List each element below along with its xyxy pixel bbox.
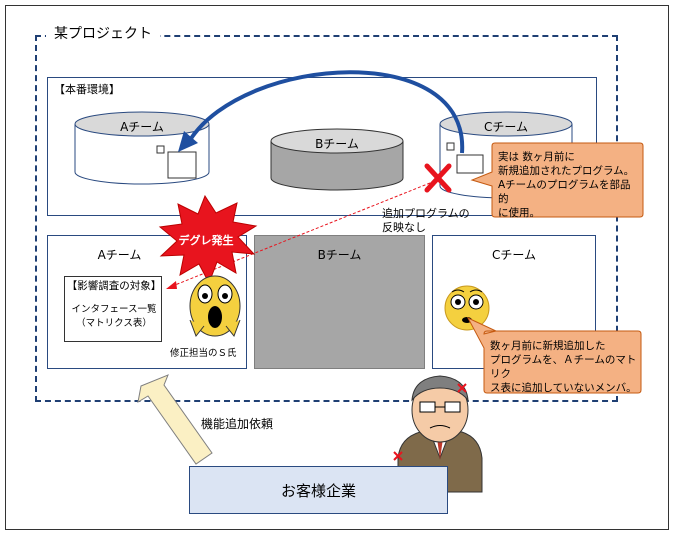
not-reflected-line-1: 追加プログラムの [382, 207, 470, 220]
customer-label: お客様企業 [280, 482, 356, 500]
server-c-label: Cチーム [483, 120, 529, 134]
server-b-cylinder [270, 128, 404, 191]
surprised-face-icon [444, 285, 490, 331]
callout-top-shape [470, 142, 644, 218]
regression-link-line [174, 182, 431, 286]
project-boundary [35, 35, 618, 402]
impact-target-body: インタフェース一覧 （マトリクス表） [66, 303, 162, 331]
request-arrow-icon [137, 374, 213, 465]
production-title: 【本番環境】 [54, 83, 120, 96]
project-title: 某プロジェクト [46, 23, 160, 43]
customer-box [189, 466, 448, 514]
team-a-label: Aチーム [97, 248, 142, 262]
server-a-label: Aチーム [120, 120, 164, 134]
impact-target-title: 【影響調査の対象】 [66, 280, 162, 292]
callout-bottom-line-1: 数ヶ月前に新規追加した [490, 340, 606, 352]
team-c-label: Cチーム [491, 248, 537, 262]
impact-target-box [64, 276, 162, 342]
not-reflected-cross-icon [424, 163, 452, 193]
callout-bottom-text: 数ヶ月前に新規追加した プログラムを、Ａチームのマトリク ス表に追加していないメ… [490, 339, 640, 395]
server-b-label: Bチーム [315, 137, 359, 151]
person-caption: 修正担当のＳ氏 [170, 348, 237, 359]
reuse-arrow-head [178, 131, 198, 152]
callout-top-line-3: Aチームのプログラムを部品的 [498, 179, 631, 205]
callout-top-line-4: に使用。 [498, 207, 540, 219]
outer-frame [5, 5, 669, 530]
callout-top-line-2: 新規追加されたプログラム。 [498, 165, 635, 177]
callout-bottom-line-2: プログラムを、Ａチームのマトリク [490, 354, 637, 380]
impact-line-1: インタフェース一覧 [71, 304, 157, 315]
server-a-cylinder [74, 111, 210, 185]
request-label: 機能追加依頼 [201, 417, 274, 431]
reuse-arrow [188, 70, 465, 154]
callout-bottom-line-3: ス表に追加していないメンバ。 [490, 382, 637, 394]
callout-top-text: 実は 数ヶ月前に 新規追加されたプログラム。 Aチームのプログラムを部品的 に使… [498, 150, 640, 220]
callout-top-line-1: 実は 数ヶ月前に [498, 151, 575, 163]
team-b-label: Bチーム [317, 248, 362, 262]
not-reflected-note: 追加プログラムの 反映なし [382, 207, 470, 235]
team-b-box [254, 235, 425, 369]
panicked-face-icon [189, 275, 241, 337]
callout-bottom-shape [466, 316, 642, 394]
not-reflected-line-2: 反映なし [382, 221, 426, 234]
impact-line-2: （マトリクス表） [76, 318, 152, 329]
regression-burst-label: デグレ発生 [178, 234, 234, 247]
